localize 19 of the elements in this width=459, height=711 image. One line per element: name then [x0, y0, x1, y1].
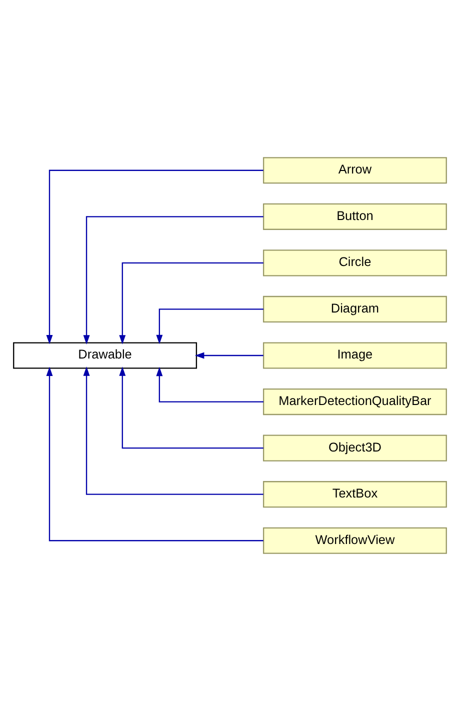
- node-box: Object3D: [262, 434, 446, 462]
- arrow: [82, 216, 263, 344]
- node-box: TextBox: [262, 481, 446, 508]
- arrow: [46, 170, 263, 344]
- node-box: WorkflowView: [262, 527, 446, 554]
- arrow: [156, 308, 263, 344]
- node-box: Button: [262, 203, 446, 230]
- node-box: Diagram: [262, 296, 446, 323]
- node-box: Circle: [262, 250, 446, 276]
- node-box: MarkerDetectionQualityBar: [262, 388, 446, 416]
- node-box: Image: [262, 342, 446, 369]
- arrow: [118, 262, 263, 344]
- arrow: [194, 352, 263, 359]
- arrow: [46, 366, 263, 542]
- arrow: [82, 366, 263, 495]
- node-box: Arrow: [262, 157, 446, 184]
- node-box: Drawable: [12, 342, 197, 369]
- arrow: [156, 366, 263, 402]
- arrow: [118, 366, 263, 449]
